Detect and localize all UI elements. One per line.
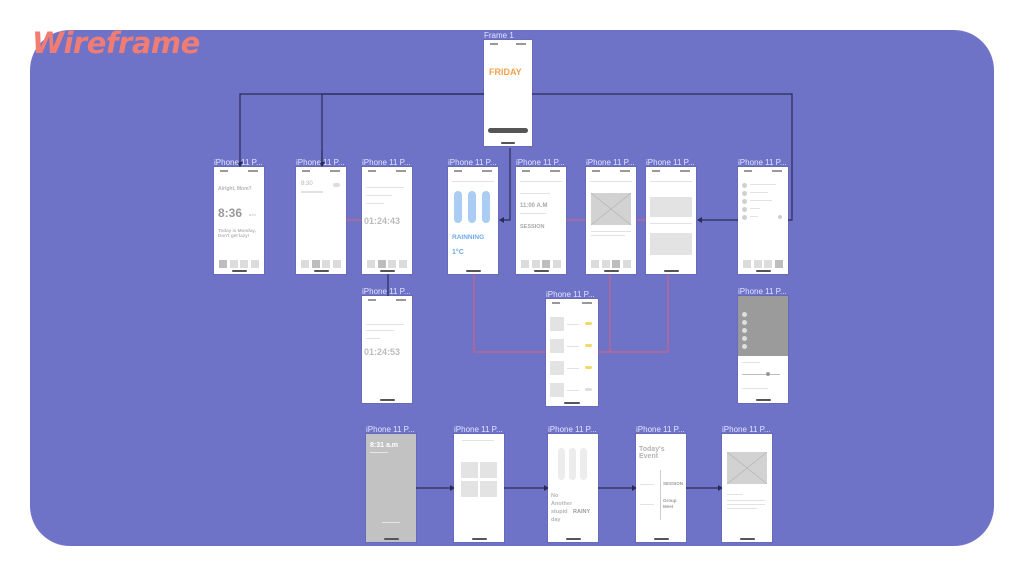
rain-bar xyxy=(468,191,476,223)
frame-1-screen[interactable]: FRIDAY xyxy=(484,40,532,146)
list-item-toggle[interactable] xyxy=(585,366,592,369)
list-item-thumb xyxy=(550,317,564,331)
timer-countdown: 01:24:53 xyxy=(364,347,401,357)
list-screen[interactable] xyxy=(546,299,598,406)
grid-tile[interactable] xyxy=(461,481,478,497)
schedule-time: 11:00 A.M xyxy=(520,203,548,209)
alarm-time: 8:30 xyxy=(301,181,313,187)
list-item-toggle[interactable] xyxy=(585,322,592,325)
arrowhead xyxy=(632,485,637,491)
frame-heading: FRIDAY xyxy=(489,67,522,77)
connector-frame1-alarm xyxy=(321,93,486,166)
clock-screen[interactable]: Alright, Mom? 8:36 a.m Today is Monday, … xyxy=(214,167,264,274)
settings-overlay-screen[interactable] xyxy=(738,296,788,403)
rain-bar xyxy=(482,191,490,223)
connector-frame1-clock xyxy=(239,93,486,166)
connector-weather-list xyxy=(473,274,546,353)
grid-tile[interactable] xyxy=(480,481,497,497)
alarm-toggle[interactable] xyxy=(333,183,340,187)
arrowhead xyxy=(697,217,702,223)
start-button[interactable] xyxy=(488,128,528,133)
screen-label: iPhone 11 P... xyxy=(738,287,787,296)
rainy-screen[interactable]: No Another stupid RAINY day xyxy=(548,434,598,542)
grid-tile[interactable] xyxy=(461,462,478,478)
rainy-line-1: No xyxy=(551,493,559,499)
rainy-line-2: Another xyxy=(551,501,573,507)
schedule-event: SESSION xyxy=(520,224,545,230)
list-item-thumb xyxy=(550,383,564,397)
event-item-2: Group xyxy=(663,498,677,503)
lock-time: 8:31 a.m xyxy=(370,442,399,449)
event-item-1: SESSION xyxy=(663,481,684,486)
frame-label: Frame 1 xyxy=(484,31,514,40)
arrowhead xyxy=(450,485,455,491)
event-detail-screen[interactable] xyxy=(722,434,772,542)
arrowhead xyxy=(544,485,549,491)
schedule-screen[interactable]: 11:00 A.M SESSION xyxy=(516,167,566,274)
settings-screen[interactable] xyxy=(738,167,788,274)
arrowhead xyxy=(718,485,723,491)
list-item-toggle[interactable] xyxy=(585,344,592,347)
timer-screen[interactable]: 01:24:43 xyxy=(362,167,412,274)
screen-label: iPhone 11 P... xyxy=(448,158,497,167)
screen-label: iPhone 11 P... xyxy=(548,425,597,434)
arrowhead xyxy=(499,217,504,223)
list-item-thumb xyxy=(550,361,564,375)
event-item-3: Meet xyxy=(663,504,674,509)
news-screen[interactable] xyxy=(646,167,696,274)
screen-label: iPhone 11 P... xyxy=(366,425,415,434)
screen-label: iPhone 11 P... xyxy=(586,158,635,167)
weather-temperature: 1°C xyxy=(452,249,464,256)
screen-label: iPhone 11 P... xyxy=(362,158,411,167)
weather-screen[interactable]: RAINNING 1°C xyxy=(448,167,498,274)
timer-countdown: 01:24:43 xyxy=(364,216,401,226)
connector-frame1-weather xyxy=(502,148,511,221)
grid-screen[interactable] xyxy=(454,434,504,542)
events-heading: Today's Event xyxy=(639,446,665,461)
list-item-thumb xyxy=(550,339,564,353)
screen-label: iPhone 11 P... xyxy=(738,158,787,167)
list-item-toggle[interactable] xyxy=(585,388,592,391)
media-screen[interactable] xyxy=(586,167,636,274)
connector-news-list xyxy=(598,274,669,353)
page-title: Wireframe xyxy=(32,26,200,60)
clock-ampm: a.m xyxy=(249,212,256,217)
screen-label: iPhone 11 P... xyxy=(516,158,565,167)
screen-label: iPhone 11 P... xyxy=(214,158,263,167)
timer-detail-screen[interactable]: 01:24:53 xyxy=(362,296,412,403)
arrowhead xyxy=(319,162,325,167)
rain-bar xyxy=(454,191,462,223)
arrowhead xyxy=(237,162,243,167)
image-placeholder xyxy=(591,193,631,225)
lock-screen[interactable]: 8:31 a.m xyxy=(366,434,416,542)
screen-label: iPhone 11 P... xyxy=(362,287,411,296)
events-screen[interactable]: Today's Event SESSION Group Meet xyxy=(636,434,686,542)
screen-label: iPhone 11 P... xyxy=(646,158,695,167)
day-message: Today is Monday, Don't get lazy! xyxy=(218,228,256,238)
alarm-screen[interactable]: 8:30 xyxy=(296,167,346,274)
rainy-highlight: RAINY xyxy=(573,509,591,515)
clock-time: 8:36 xyxy=(218,206,243,220)
screen-label: iPhone 11 P... xyxy=(546,290,595,299)
screen-label: iPhone 11 P... xyxy=(454,425,503,434)
image-placeholder xyxy=(727,452,767,484)
greeting-text: Alright, Mom? xyxy=(218,186,252,192)
screen-label: iPhone 11 P... xyxy=(296,158,345,167)
weather-status: RAINNING xyxy=(452,234,485,241)
volume-slider[interactable] xyxy=(742,374,780,375)
screen-label: iPhone 11 P... xyxy=(722,425,771,434)
screen-label: iPhone 11 P... xyxy=(636,425,685,434)
rainy-line-4: day xyxy=(551,517,561,523)
rainy-line-3: stupid xyxy=(551,509,568,515)
grid-tile[interactable] xyxy=(480,462,497,478)
article-card[interactable] xyxy=(650,233,692,255)
article-card[interactable] xyxy=(650,197,692,217)
